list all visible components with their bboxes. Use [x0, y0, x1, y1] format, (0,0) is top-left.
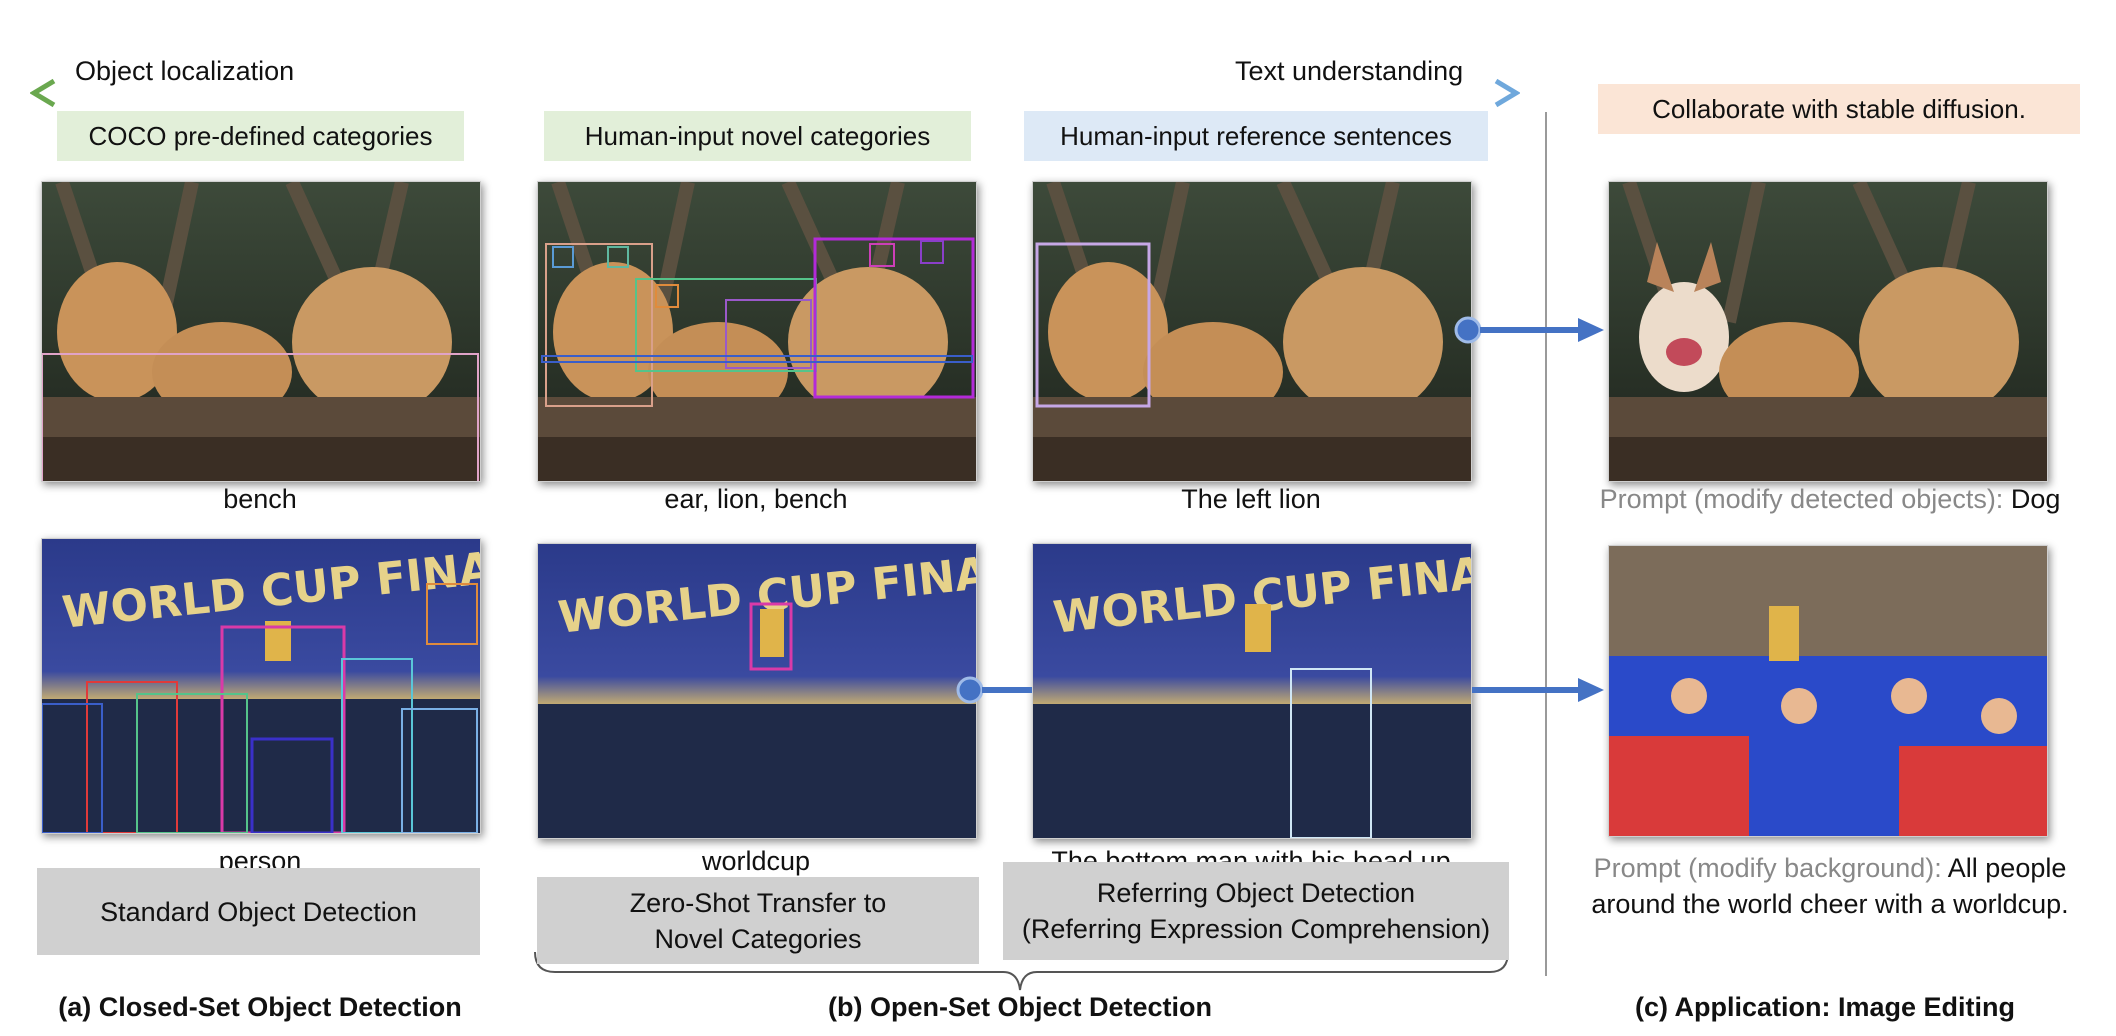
dog-prompt-label: Prompt (modify detected objects): Dog	[1560, 484, 2100, 515]
object-localization-label: Object localization	[75, 56, 295, 86]
worldcup-persons-photo: WORLD CUP FINAL	[41, 538, 481, 834]
coco-categories-tag: COCO pre-defined categories	[57, 111, 464, 161]
stable-diffusion-tag: Collaborate with stable diffusion.	[1598, 84, 2080, 134]
zero-shot-line-1: Zero-Shot Transfer to	[629, 887, 887, 918]
localization-understanding-arrow	[30, 78, 1520, 108]
open-set-caption: (b) Open-Set Object Detection	[827, 992, 1213, 1022]
worldcup-fans-photo	[1608, 545, 2048, 837]
dog-prompt-prefix: Prompt (modify detected objects):	[1599, 484, 2004, 514]
zero-shot-line-2: Novel Categories	[654, 923, 862, 954]
left-lion-label: The left lion	[1181, 484, 1321, 514]
text-understanding-label: Text understanding	[1235, 56, 1464, 86]
referring-detection-box: Referring Object Detection (Referring Ex…	[1003, 862, 1509, 960]
zero-shot-box: Zero-Shot Transfer to Novel Categories	[537, 877, 979, 964]
background-prompt-prefix: Prompt (modify background):	[1593, 853, 1942, 883]
background-prompt-label: Prompt (modify background): All people a…	[1560, 850, 2100, 922]
reference-sentences-tag: Human-input reference sentences	[1024, 111, 1488, 161]
background-prompt-value-2: around the world cheer with a worldcup.	[1591, 889, 2069, 919]
background-prompt-value-1: All people	[1947, 853, 2067, 883]
referring-line-1: Referring Object Detection	[1096, 878, 1416, 908]
lions-left-photo	[1032, 181, 1472, 482]
ear-lion-bench-label: ear, lion, bench	[664, 484, 848, 514]
dog-lions-photo	[1608, 181, 2048, 482]
lions-ears-photo	[537, 181, 977, 482]
dog-prompt-value: Dog	[2010, 484, 2061, 514]
worldcup-label: worldcup	[701, 846, 811, 876]
image-editing-caption: (c) Application: Image Editing	[1634, 992, 2015, 1022]
worldcup-man-photo: WORLD CUP FINAL	[1032, 543, 1472, 839]
standard-detection-box: Standard Object Detection	[37, 868, 480, 955]
referring-line-2: (Referring Expression Comprehension)	[1021, 914, 1491, 944]
closed-set-caption: (a) Closed-Set Object Detection	[58, 992, 462, 1022]
novel-categories-tag: Human-input novel categories	[544, 111, 971, 161]
bench-label: bench	[223, 484, 297, 514]
section-divider	[1545, 112, 1547, 976]
standard-detection-text: Standard Object Detection	[100, 896, 417, 927]
lions-photo	[41, 181, 481, 482]
worldcup-trophy-photo: WORLD CUP FINAL	[537, 543, 977, 839]
